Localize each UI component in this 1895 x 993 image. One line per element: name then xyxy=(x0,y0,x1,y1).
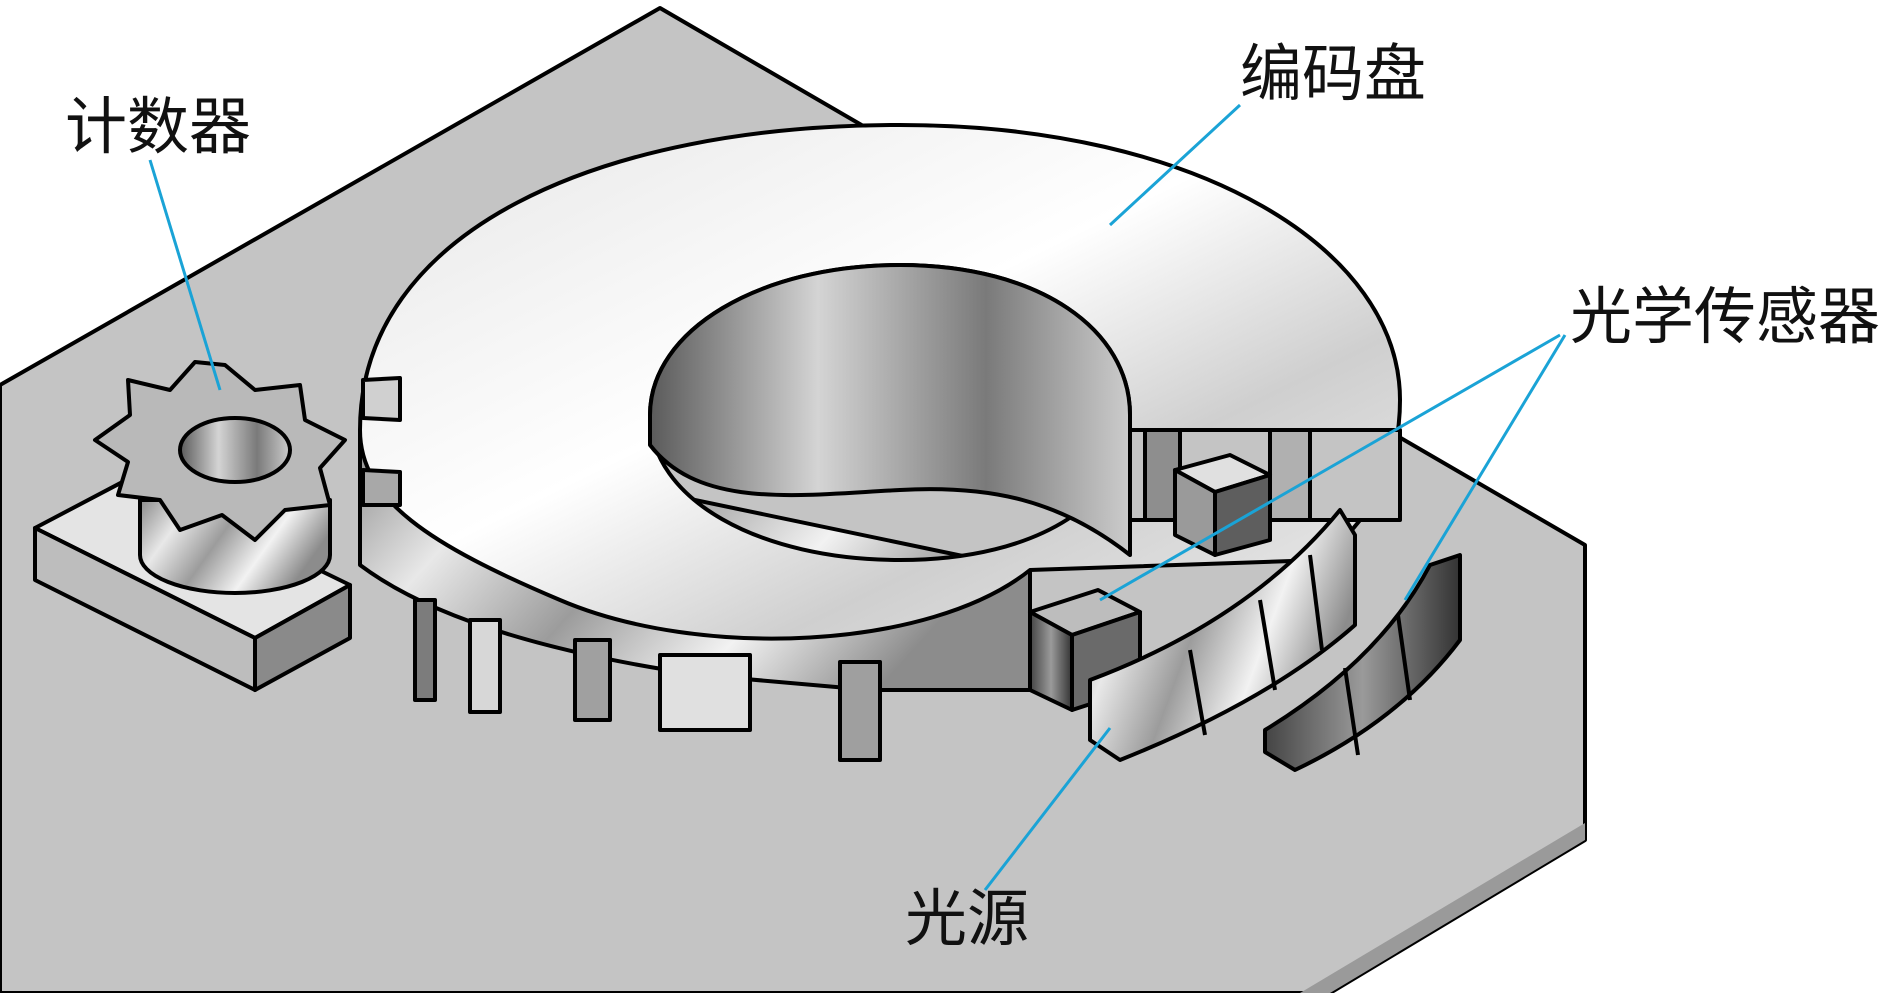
label-encoder-disk: 编码盘 xyxy=(1240,37,1426,110)
label-light-source: 光源 xyxy=(905,882,1029,955)
label-optical-sensor: 光学传感器 xyxy=(1570,280,1880,353)
leader-counter xyxy=(148,159,222,391)
optical-sensor-outer-arc xyxy=(1263,553,1462,772)
leader-light-source xyxy=(983,727,1112,891)
leader-encoder-disk xyxy=(1108,103,1242,227)
gear-icon xyxy=(93,360,347,542)
label-counter: 计数器 xyxy=(65,90,251,163)
encoder-slots xyxy=(413,598,882,762)
leader-optical-sensor-1 xyxy=(1099,333,1561,602)
encoder-disk xyxy=(358,123,1402,762)
leader-lines xyxy=(148,103,1567,891)
leader-optical-sensor-2 xyxy=(1403,334,1567,601)
base-plate xyxy=(0,6,1587,993)
optical-sensor-inner-arc xyxy=(1088,508,1357,762)
optical-sensor-block xyxy=(1173,453,1272,557)
